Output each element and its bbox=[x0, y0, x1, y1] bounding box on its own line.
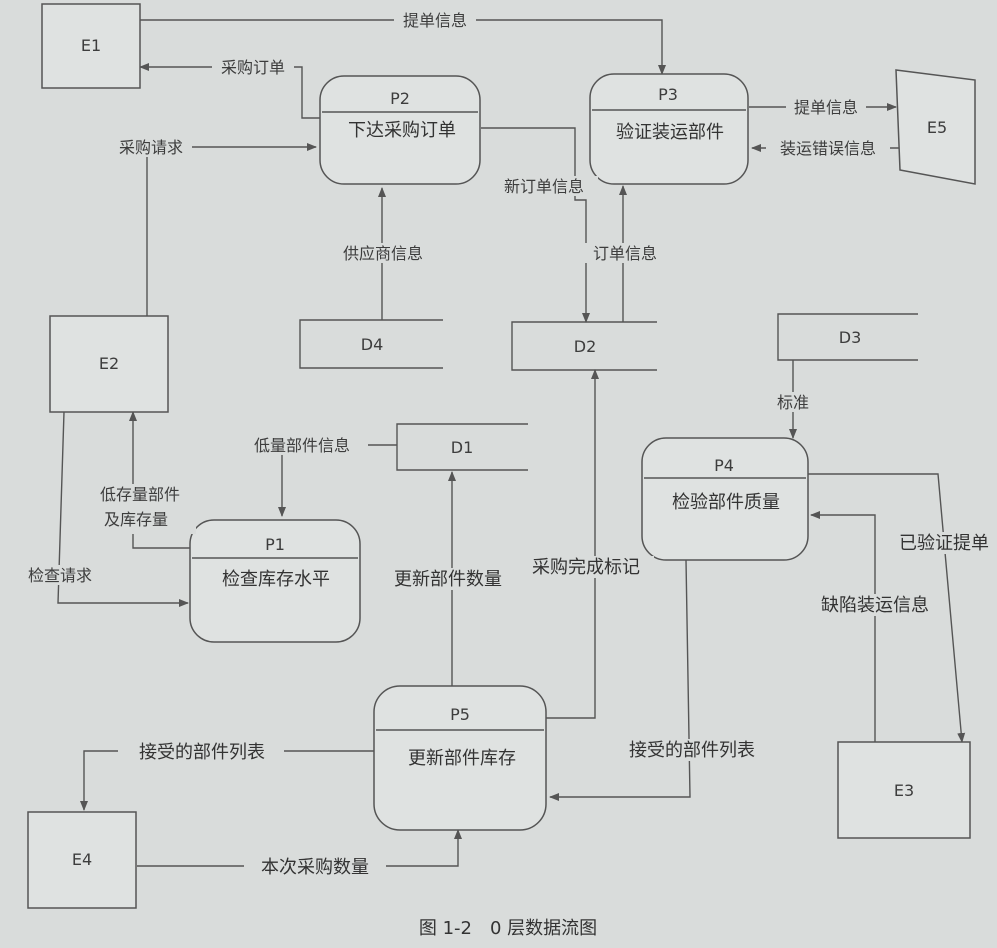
flow-label-low-stock-info: 低量部件信息 bbox=[254, 436, 350, 455]
flow-label-purchase-request: 采购请求 bbox=[119, 138, 183, 157]
process-p5-name: 更新部件库存 bbox=[408, 748, 516, 769]
flow-e2-p2-line bbox=[146, 143, 317, 316]
entity-e2: E2 bbox=[49, 315, 169, 413]
flow-label-purchase-complete-mark: 采购完成标记 bbox=[532, 557, 640, 578]
store-d4: D4 bbox=[299, 319, 443, 369]
entity-e1: E1 bbox=[41, 3, 141, 89]
store-d1-label: D1 bbox=[451, 438, 474, 457]
flow-d1-p1-line bbox=[278, 444, 397, 517]
flow-label-verified-bill: 已验证提单 bbox=[899, 533, 989, 554]
flow-label-low-stock-parts-line1: 低存量部件 bbox=[100, 485, 180, 504]
process-p2-id: P2 bbox=[390, 89, 410, 108]
flow-label-purchase-order: 采购订单 bbox=[221, 58, 285, 77]
flow-label-update-part-qty: 更新部件数量 bbox=[394, 569, 502, 590]
store-d3-label: D3 bbox=[839, 328, 862, 347]
entity-e2-label: E2 bbox=[99, 354, 119, 373]
entity-e4-label: E4 bbox=[72, 850, 92, 869]
flow-labels: 提单信息 采购订单 采购请求 新订单信息 提单信息 装运错误信息 供应商信息 订… bbox=[16, 10, 994, 878]
process-p2: P2 下达采购订单 bbox=[319, 75, 481, 185]
flow-label-accepted-parts-list-e4: 接受的部件列表 bbox=[139, 742, 265, 763]
flow-label-bill-info-e1-p3: 提单信息 bbox=[403, 11, 467, 30]
flow-label-new-order-info: 新订单信息 bbox=[504, 177, 584, 196]
flow-label-shipping-error-info: 装运错误信息 bbox=[780, 139, 876, 158]
flow-label-standard: 标准 bbox=[777, 393, 809, 412]
process-p3-id: P3 bbox=[658, 85, 678, 104]
flow-e2-p1-line bbox=[57, 411, 189, 607]
flow-label-order-info: 订单信息 bbox=[593, 244, 657, 263]
flow-label-accepted-parts-list-p4: 接受的部件列表 bbox=[629, 740, 755, 761]
process-p1-name: 检查库存水平 bbox=[222, 569, 330, 590]
data-stores: D1 D2 D3 D4 bbox=[299, 313, 918, 471]
flow-e1-p3-line bbox=[140, 19, 666, 75]
processes: P1 检查库存水平 P2 下达采购订单 P3 验证装运部件 P4 检验部件质量 … bbox=[189, 73, 809, 831]
entity-e3: E3 bbox=[837, 741, 971, 839]
entity-e1-label: E1 bbox=[81, 36, 101, 55]
process-p3: P3 验证装运部件 bbox=[589, 73, 749, 185]
process-p4: P4 检验部件质量 bbox=[641, 437, 809, 561]
process-p5: P5 更新部件库存 bbox=[373, 685, 547, 831]
figure-caption: 图 1-2 0 层数据流图 bbox=[419, 918, 597, 939]
store-d4-label: D4 bbox=[361, 335, 384, 354]
store-d3: D3 bbox=[777, 313, 918, 361]
flow-p5-d2-line bbox=[546, 369, 599, 719]
flow-label-defect-shipping-info: 缺陷装运信息 bbox=[821, 595, 929, 616]
flow-label-supplier-info: 供应商信息 bbox=[343, 244, 423, 263]
flow-p1-e2-line bbox=[129, 411, 192, 549]
entity-e5: E5 bbox=[895, 69, 976, 185]
store-d1: D1 bbox=[396, 423, 528, 471]
flow-p2-d2-line bbox=[481, 127, 590, 323]
flow-p4-e3-line bbox=[808, 473, 966, 743]
process-p1: P1 检查库存水平 bbox=[189, 519, 361, 643]
flow-label-purchase-qty: 本次采购数量 bbox=[261, 857, 369, 878]
process-p4-id: P4 bbox=[714, 456, 734, 475]
store-d2-label: D2 bbox=[574, 337, 597, 356]
process-p1-id: P1 bbox=[265, 535, 285, 554]
entity-e4: E4 bbox=[27, 811, 137, 909]
flow-label-bill-info-p3-e5: 提单信息 bbox=[794, 98, 858, 117]
flow-label-check-request: 检查请求 bbox=[28, 566, 92, 585]
flow-p4-p5-line bbox=[549, 559, 691, 801]
process-p4-name: 检验部件质量 bbox=[672, 492, 780, 513]
process-p5-id: P5 bbox=[450, 705, 470, 724]
flow-label-low-stock-parts-line2: 及库存量 bbox=[104, 510, 168, 529]
flow-e3-p4-line bbox=[810, 511, 876, 742]
external-entities: E1 E2 E3 E4 E5 bbox=[27, 3, 976, 909]
store-d2: D2 bbox=[511, 321, 657, 371]
entity-e3-label: E3 bbox=[894, 781, 914, 800]
process-p3-name: 验证装运部件 bbox=[616, 122, 724, 143]
process-p2-name: 下达采购订单 bbox=[348, 120, 456, 141]
entity-e5-label: E5 bbox=[927, 118, 947, 137]
